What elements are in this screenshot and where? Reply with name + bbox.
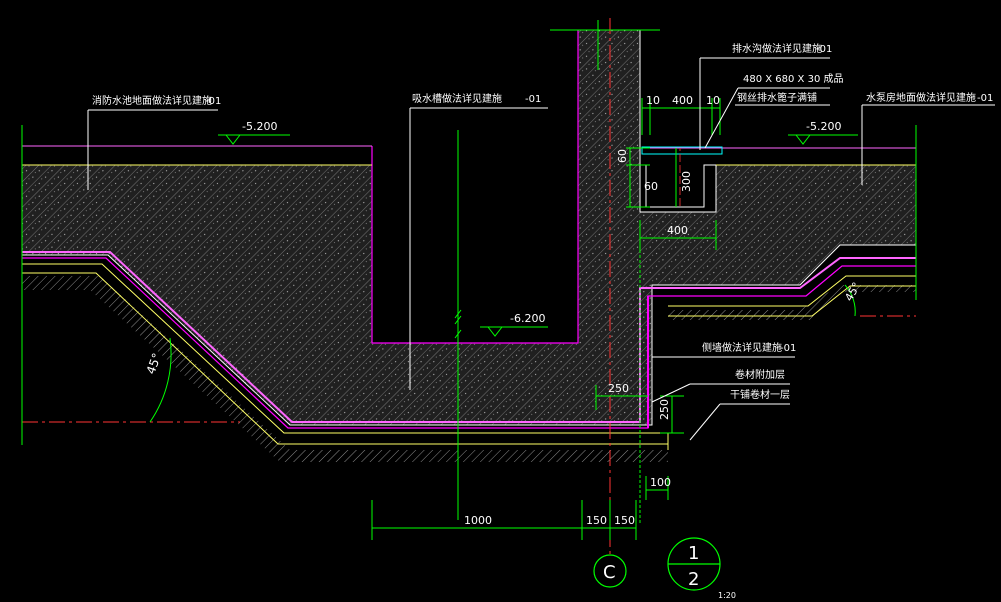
dim-300: 300	[680, 171, 693, 192]
note-left: 消防水池地面做法详见建施	[92, 94, 212, 107]
dim-10-right: 10	[706, 94, 720, 107]
note-drain-code: -01	[816, 44, 832, 55]
title-number-top: 1	[688, 543, 699, 564]
title-number-bottom: 2	[688, 569, 699, 590]
note-left-code: -01	[205, 96, 221, 107]
soil-hatching	[22, 276, 916, 462]
angle-right: 45°	[842, 280, 863, 303]
axis-bubble	[593, 554, 627, 588]
note-mid-code: -01	[525, 94, 541, 105]
dimension-lines	[21, 20, 917, 540]
drain-channel	[639, 148, 717, 213]
note-wall: 侧墙做法详见建施	[702, 341, 782, 354]
level-markers	[218, 134, 858, 337]
dim-250-vertical: 250	[658, 399, 671, 420]
note-right-code: -01	[977, 93, 993, 104]
scale-label: 1:20	[718, 591, 736, 600]
level-pit: -6.200	[510, 312, 545, 325]
leader-lines	[87, 57, 995, 441]
dim-150-right: 150	[614, 514, 635, 527]
title-block	[667, 537, 721, 591]
axis-label: C	[603, 562, 616, 583]
note-extra: 卷材附加层	[735, 368, 785, 381]
axis-lines	[22, 18, 916, 555]
level-left: -5.200	[242, 120, 277, 133]
dim-250-horizontal: 250	[608, 382, 629, 395]
dim-400-top: 400	[672, 94, 693, 107]
note-mid: 吸水槽做法详见建施	[412, 92, 502, 105]
dim-400-bottom: 400	[667, 224, 688, 237]
note-grate: 钢丝排水篦子满铺	[737, 91, 817, 104]
note-wall-code: -01	[780, 343, 796, 354]
pit-void	[373, 146, 577, 342]
note-cover: 480 X 680 X 30 成品	[743, 73, 844, 85]
dim-150-left: 150	[586, 514, 607, 527]
dim-100: 100	[650, 476, 671, 489]
level-right: -5.200	[806, 120, 841, 133]
note-dry: 干铺卷材一层	[730, 388, 790, 401]
note-drain: 排水沟做法详见建施	[732, 42, 822, 55]
dim-1000: 1000	[464, 514, 492, 527]
note-right: 水泵房地面做法详见建施	[866, 91, 976, 104]
dim-10-left: 10	[646, 94, 660, 107]
dim-60-top: 60	[616, 149, 629, 163]
angle-left: 45°	[144, 351, 164, 376]
dim-60-bottom: 60	[644, 180, 658, 193]
